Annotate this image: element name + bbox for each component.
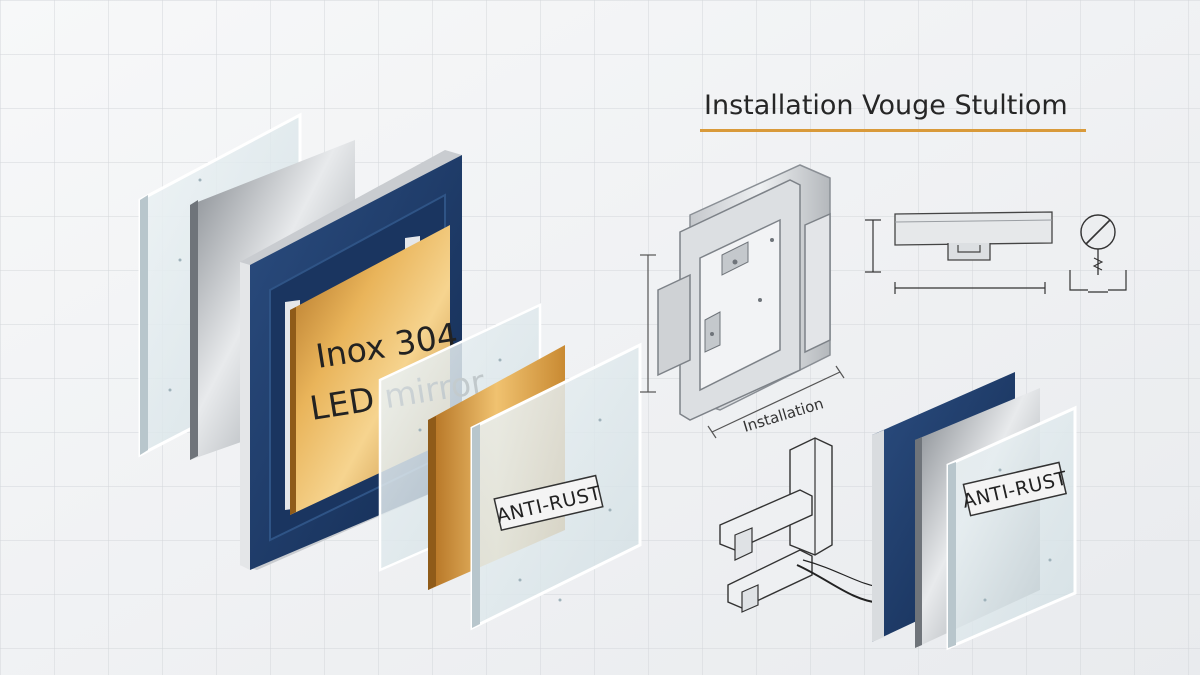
diagram-title: Installation Vouge Stultiom <box>704 90 1068 121</box>
left-layer-stack: Inox 304 LED mirror ANTI-RUST <box>138 112 642 631</box>
profile-cross-section-sketch <box>865 211 1053 294</box>
title-underline <box>700 129 1086 132</box>
anti-rust-glass-panel: ANTI-RUST <box>470 342 642 631</box>
right-layer-stack: ANTI-RUST <box>872 372 1077 651</box>
screw-detail-sketch <box>1069 214 1127 293</box>
right-anti-rust-glass-panel: ANTI-RUST <box>946 405 1077 651</box>
